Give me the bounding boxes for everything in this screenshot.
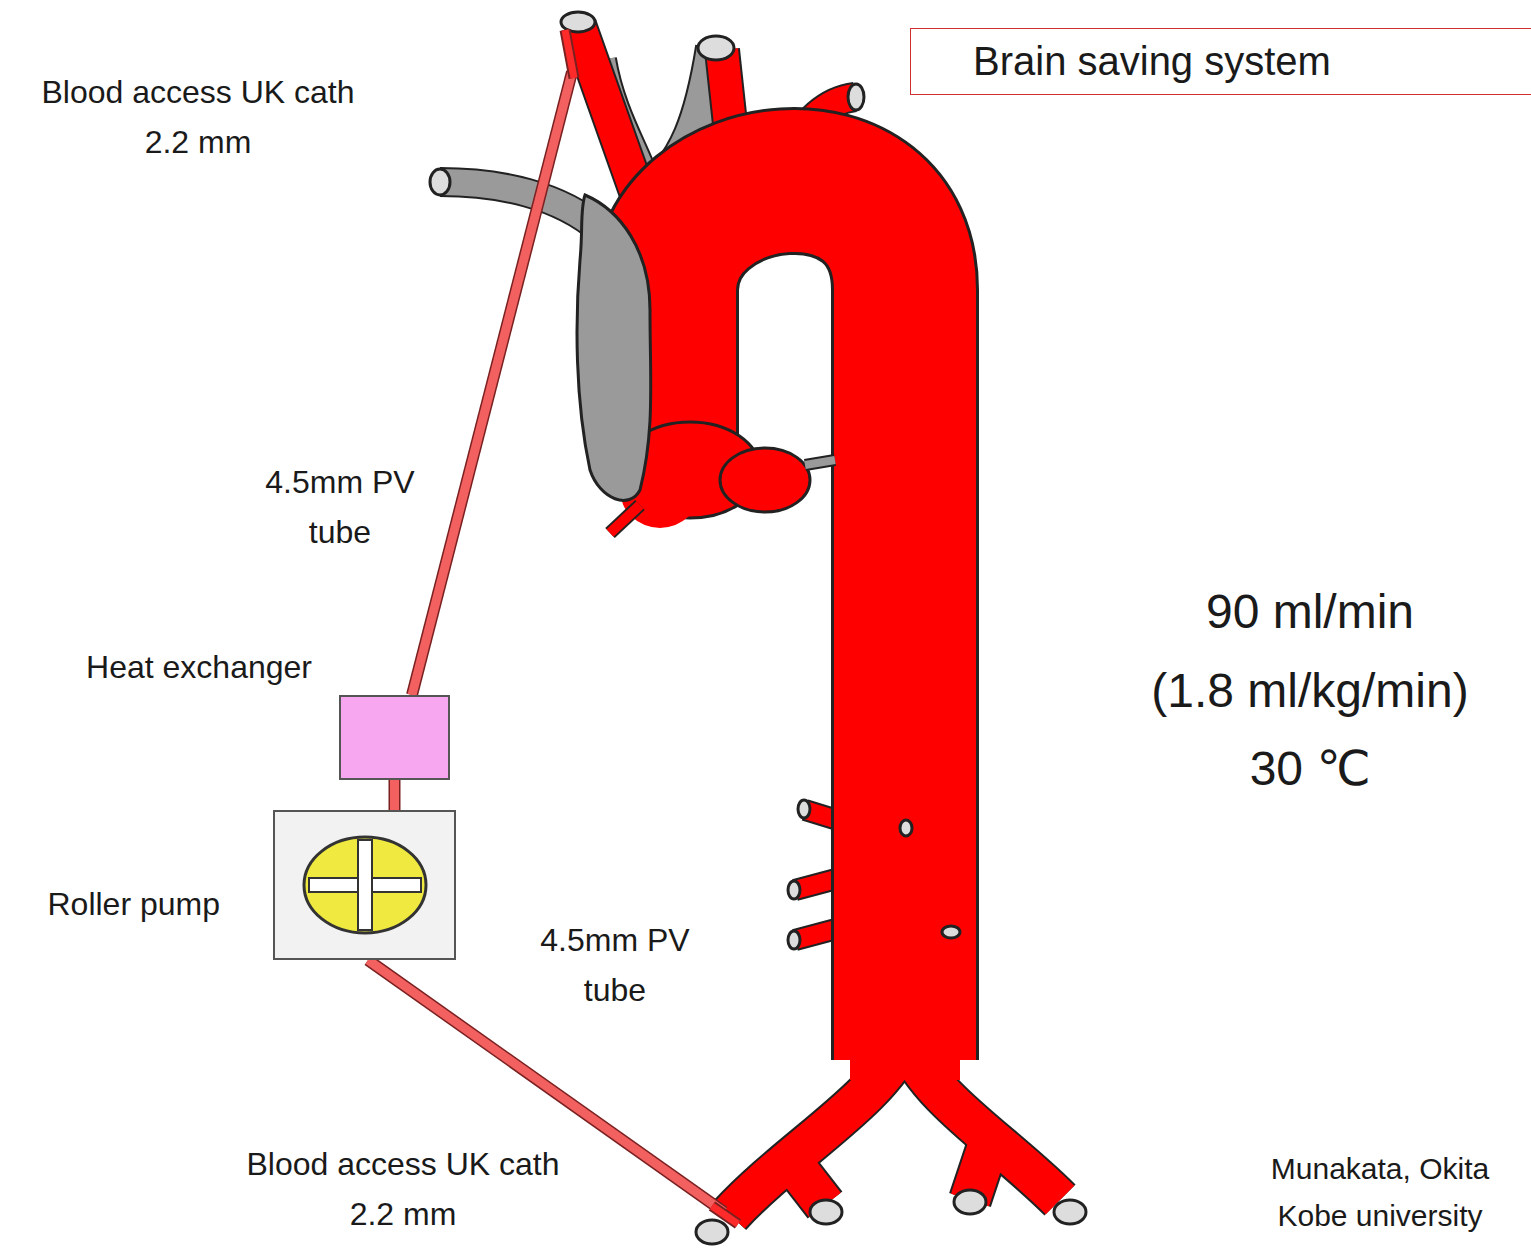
aortic-root <box>720 448 810 512</box>
coronary-artery <box>610 505 640 533</box>
vessel-ends <box>430 12 1086 1244</box>
coronary-artery <box>805 460 835 465</box>
title: Brain saving system <box>911 39 1331 84</box>
flow-parameter: 90 ml/min <box>1160 583 1460 641</box>
pv-tube <box>412 72 572 695</box>
vessel-end <box>942 926 960 938</box>
heat-exchanger-box: Heat exchanger <box>339 695 450 780</box>
brachiocephalic-artery <box>578 25 640 200</box>
catheter-outline <box>565 30 574 78</box>
vessel-end <box>900 820 912 836</box>
part-label: 4.5mm PV tube <box>535 916 695 1015</box>
roller-pump-box: Roller pump <box>273 810 456 960</box>
vessel-end <box>810 1200 842 1224</box>
component-label: Roller pump <box>47 886 220 923</box>
vessel-end <box>1054 1200 1086 1224</box>
vessel-end <box>848 84 864 110</box>
vessel-end <box>788 931 800 949</box>
vessel-end <box>798 800 810 818</box>
tube <box>390 780 399 810</box>
aorta <box>850 1000 960 1080</box>
credit-note: Munakata, Okita Kobe university <box>1249 1146 1511 1239</box>
artery-outline <box>578 25 640 200</box>
coronary-outline <box>805 460 835 465</box>
catheter <box>565 30 574 78</box>
rotor-arm <box>358 840 372 930</box>
part-label: Blood access UK cath 2.2 mm <box>231 1140 576 1239</box>
vessel-end <box>954 1190 986 1214</box>
part-label: Blood access UK cath 2.2 mm <box>26 68 371 167</box>
catheter <box>712 1206 738 1224</box>
coronary-outline <box>610 505 640 533</box>
vessel-end <box>430 169 450 195</box>
part-label: 4.5mm PV tube <box>260 458 420 557</box>
vessel-end <box>561 12 595 32</box>
pump-rotor <box>304 837 426 933</box>
pump-rotor-symbol <box>275 812 454 958</box>
aorta <box>665 181 905 1060</box>
flow-parameter: (1.8 ml/kg/min) <box>1100 662 1520 720</box>
flow-parameter: 30 ℃ <box>1160 740 1460 798</box>
component-label: Heat exchanger <box>86 649 312 686</box>
vessel-end <box>788 881 800 899</box>
tube-connector <box>394 780 395 810</box>
pulmonary-artery <box>577 195 651 500</box>
vein <box>440 182 600 230</box>
vessel-end <box>696 1220 728 1244</box>
pv-tube-outline <box>412 72 572 695</box>
tube-outline <box>389 780 401 810</box>
title-box: Brain saving system <box>910 28 1531 95</box>
vein-outline <box>440 182 600 230</box>
catheter-outline <box>712 1206 738 1224</box>
aorta-outline <box>665 181 905 1060</box>
vessel-end <box>698 36 734 60</box>
